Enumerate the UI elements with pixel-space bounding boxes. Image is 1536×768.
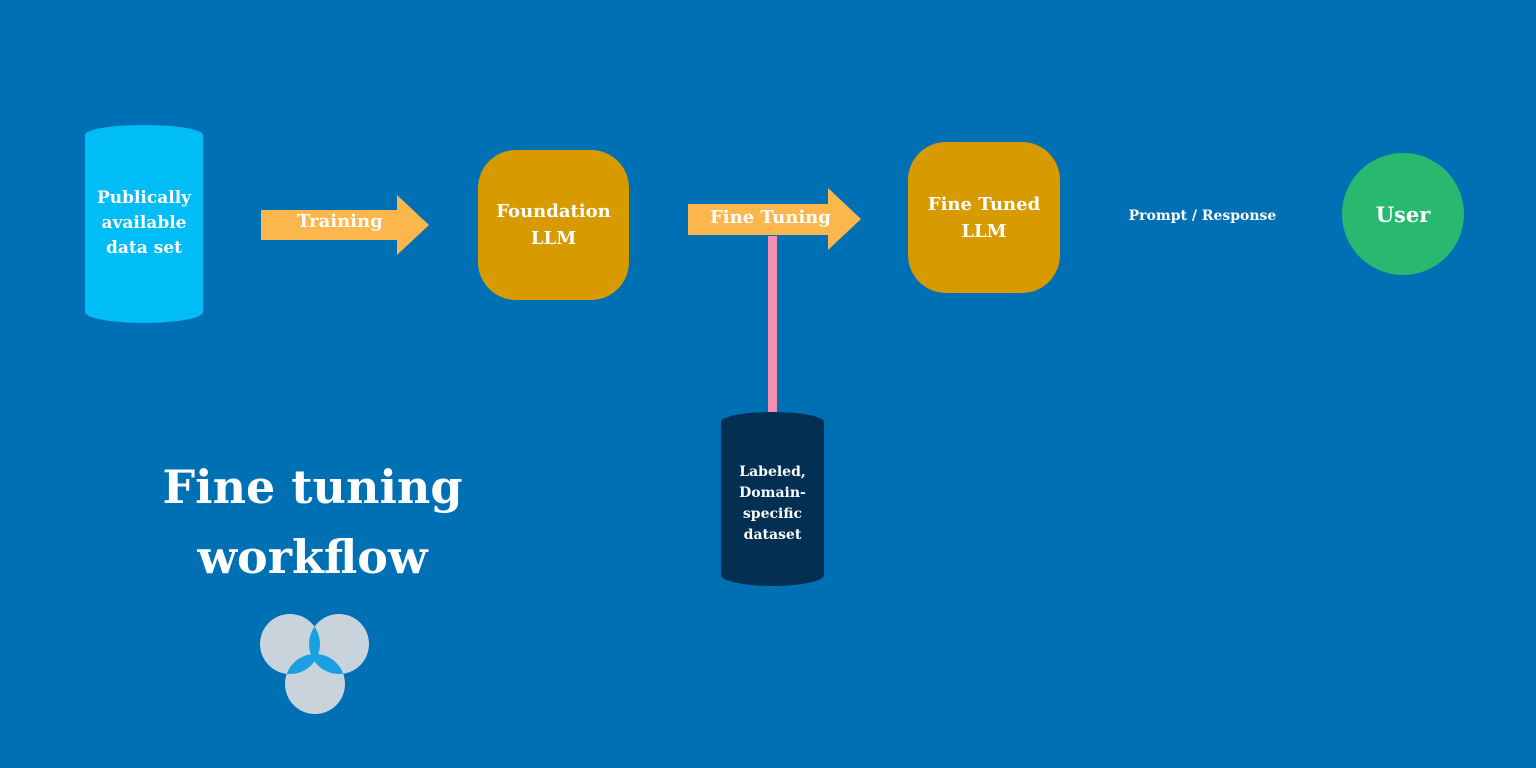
domain-dataset-node: Labeled, Domain- specific dataset [721, 412, 824, 586]
dataset-connector-line [768, 236, 777, 414]
public-dataset-node: Publically available data set [85, 125, 203, 323]
public-dataset-body [85, 135, 203, 311]
fine-tuning-arrow-label: Fine Tuning [710, 207, 831, 228]
domain-dataset-top [721, 412, 824, 432]
public-dataset-bottom [85, 301, 203, 323]
domain-dataset-label: Labeled, Domain- specific dataset [739, 464, 806, 543]
fine-tuning-arrow: Fine Tuning [688, 188, 861, 250]
public-dataset-label: Publically available data set [96, 187, 192, 258]
domain-dataset-body [721, 422, 824, 574]
logo-svg [260, 614, 369, 714]
three-overlapping-circles-logo-icon [260, 612, 372, 716]
diagram-title: Fine tuning workflow [162, 460, 463, 584]
fine-tuned-llm-node: Fine Tuned LLM [908, 142, 1060, 293]
training-arrow: Training [261, 195, 429, 255]
training-arrow-label: Training [297, 211, 383, 232]
public-dataset-top [85, 125, 203, 145]
foundation-llm-node: Foundation LLM [478, 150, 629, 300]
domain-dataset-bottom [721, 564, 824, 586]
fine-tuning-arrow-shape [688, 188, 861, 250]
user-node: User [1342, 153, 1464, 275]
prompt-response-label: Prompt / Response [1128, 208, 1277, 224]
training-arrow-shape [261, 195, 429, 255]
